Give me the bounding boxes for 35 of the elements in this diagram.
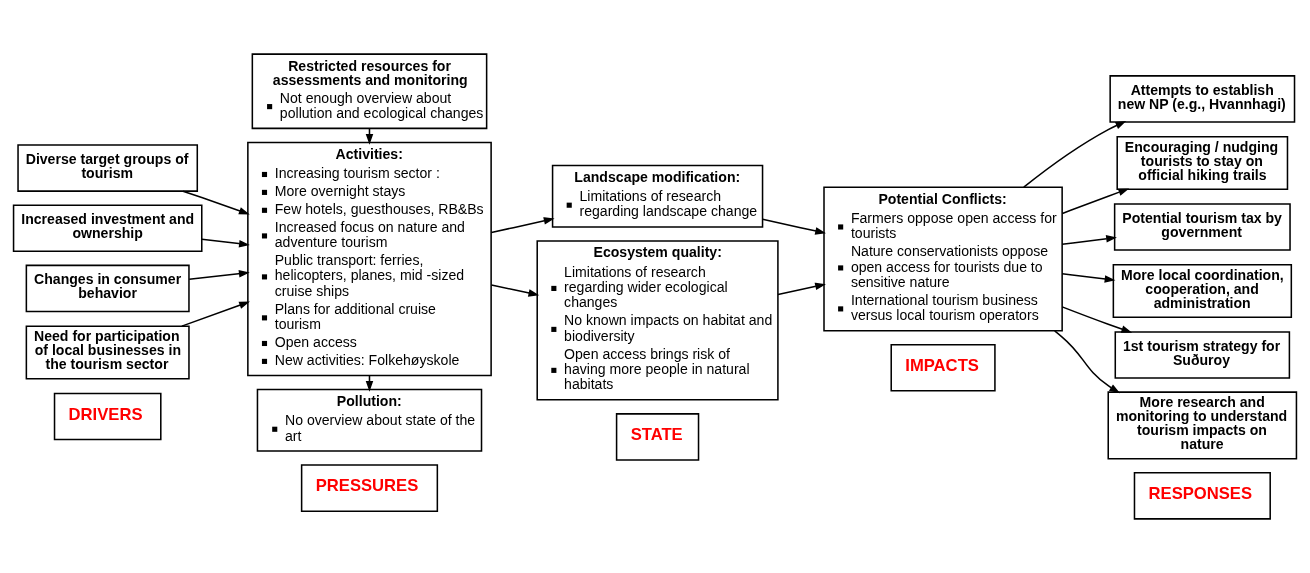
arrow (201, 238, 250, 248)
arrow (490, 217, 555, 234)
arrow (761, 218, 826, 235)
node-box: Increased investment and ownership (12, 204, 203, 253)
node-box: Ecosystem quality: Limitations of research regarding wider ecological changes No known impacts on habitat and biodiversity Open access brings risk of having more people in natural habitats (536, 240, 779, 401)
node-box: DRIVERS (53, 392, 162, 441)
node-box: More research and monitoring to understand tourism impacts on nature (1107, 391, 1298, 460)
node-box: Potential Conflicts: Farmers oppose open access for tourists Nature conservationists oppose open access for tourists due to sensitive nature International tourism business versus local tourism operators (823, 186, 1063, 332)
node-box: More local coordination, cooperation, and administration (1112, 263, 1293, 318)
node-box: PRESSURES (300, 464, 439, 512)
node-box: Changes in consumer behavior (25, 264, 190, 313)
node-box: Restricted resources for assessments and monitoring Not enough overview about pollution and ecological changes (251, 53, 488, 130)
node-box: IMPACTS (890, 344, 996, 392)
arrow (188, 269, 250, 281)
node-box: Activities: Increasing tourism sector : More overnight stays Few hotels, guesthouses, RB&Bs Increased focus on nature and adventure tourism Public transport: ferries, helicopters, planes, mid -sized cruise ships Plans for additional cruise tourism Open access New activities: Folkehøyskole (247, 141, 492, 377)
arrow (1061, 306, 1133, 333)
arrow (1023, 121, 1127, 188)
node-box: Potential tourism tax by government (1113, 203, 1291, 251)
arrow (1061, 272, 1116, 283)
arrow (182, 190, 250, 215)
arrow (777, 282, 826, 296)
node-box: STATE (615, 413, 700, 461)
arrow (1061, 235, 1117, 246)
node-box: Pollution: No overview about state of the art (256, 388, 483, 452)
node-box: Need for participation of local businesses in the tourism sector (25, 325, 190, 380)
node-box: Attempts to establish new NP (e.g., Hvannhagi) (1109, 75, 1296, 123)
arrow (181, 301, 250, 327)
arrow (1053, 330, 1121, 394)
arrow (1061, 188, 1130, 215)
node-box: Diverse target groups of tourism (17, 144, 199, 192)
node-box: 1st tourism strategy for Suðuroy (1114, 331, 1291, 379)
node-box: Encouraging / nudging tourists to stay on official hiking trails (1116, 135, 1289, 190)
node-box: RESPONSES (1133, 472, 1271, 520)
arrow (490, 284, 540, 297)
node-box: Landscape modification: Limitations of research regarding landscape change (551, 164, 764, 228)
